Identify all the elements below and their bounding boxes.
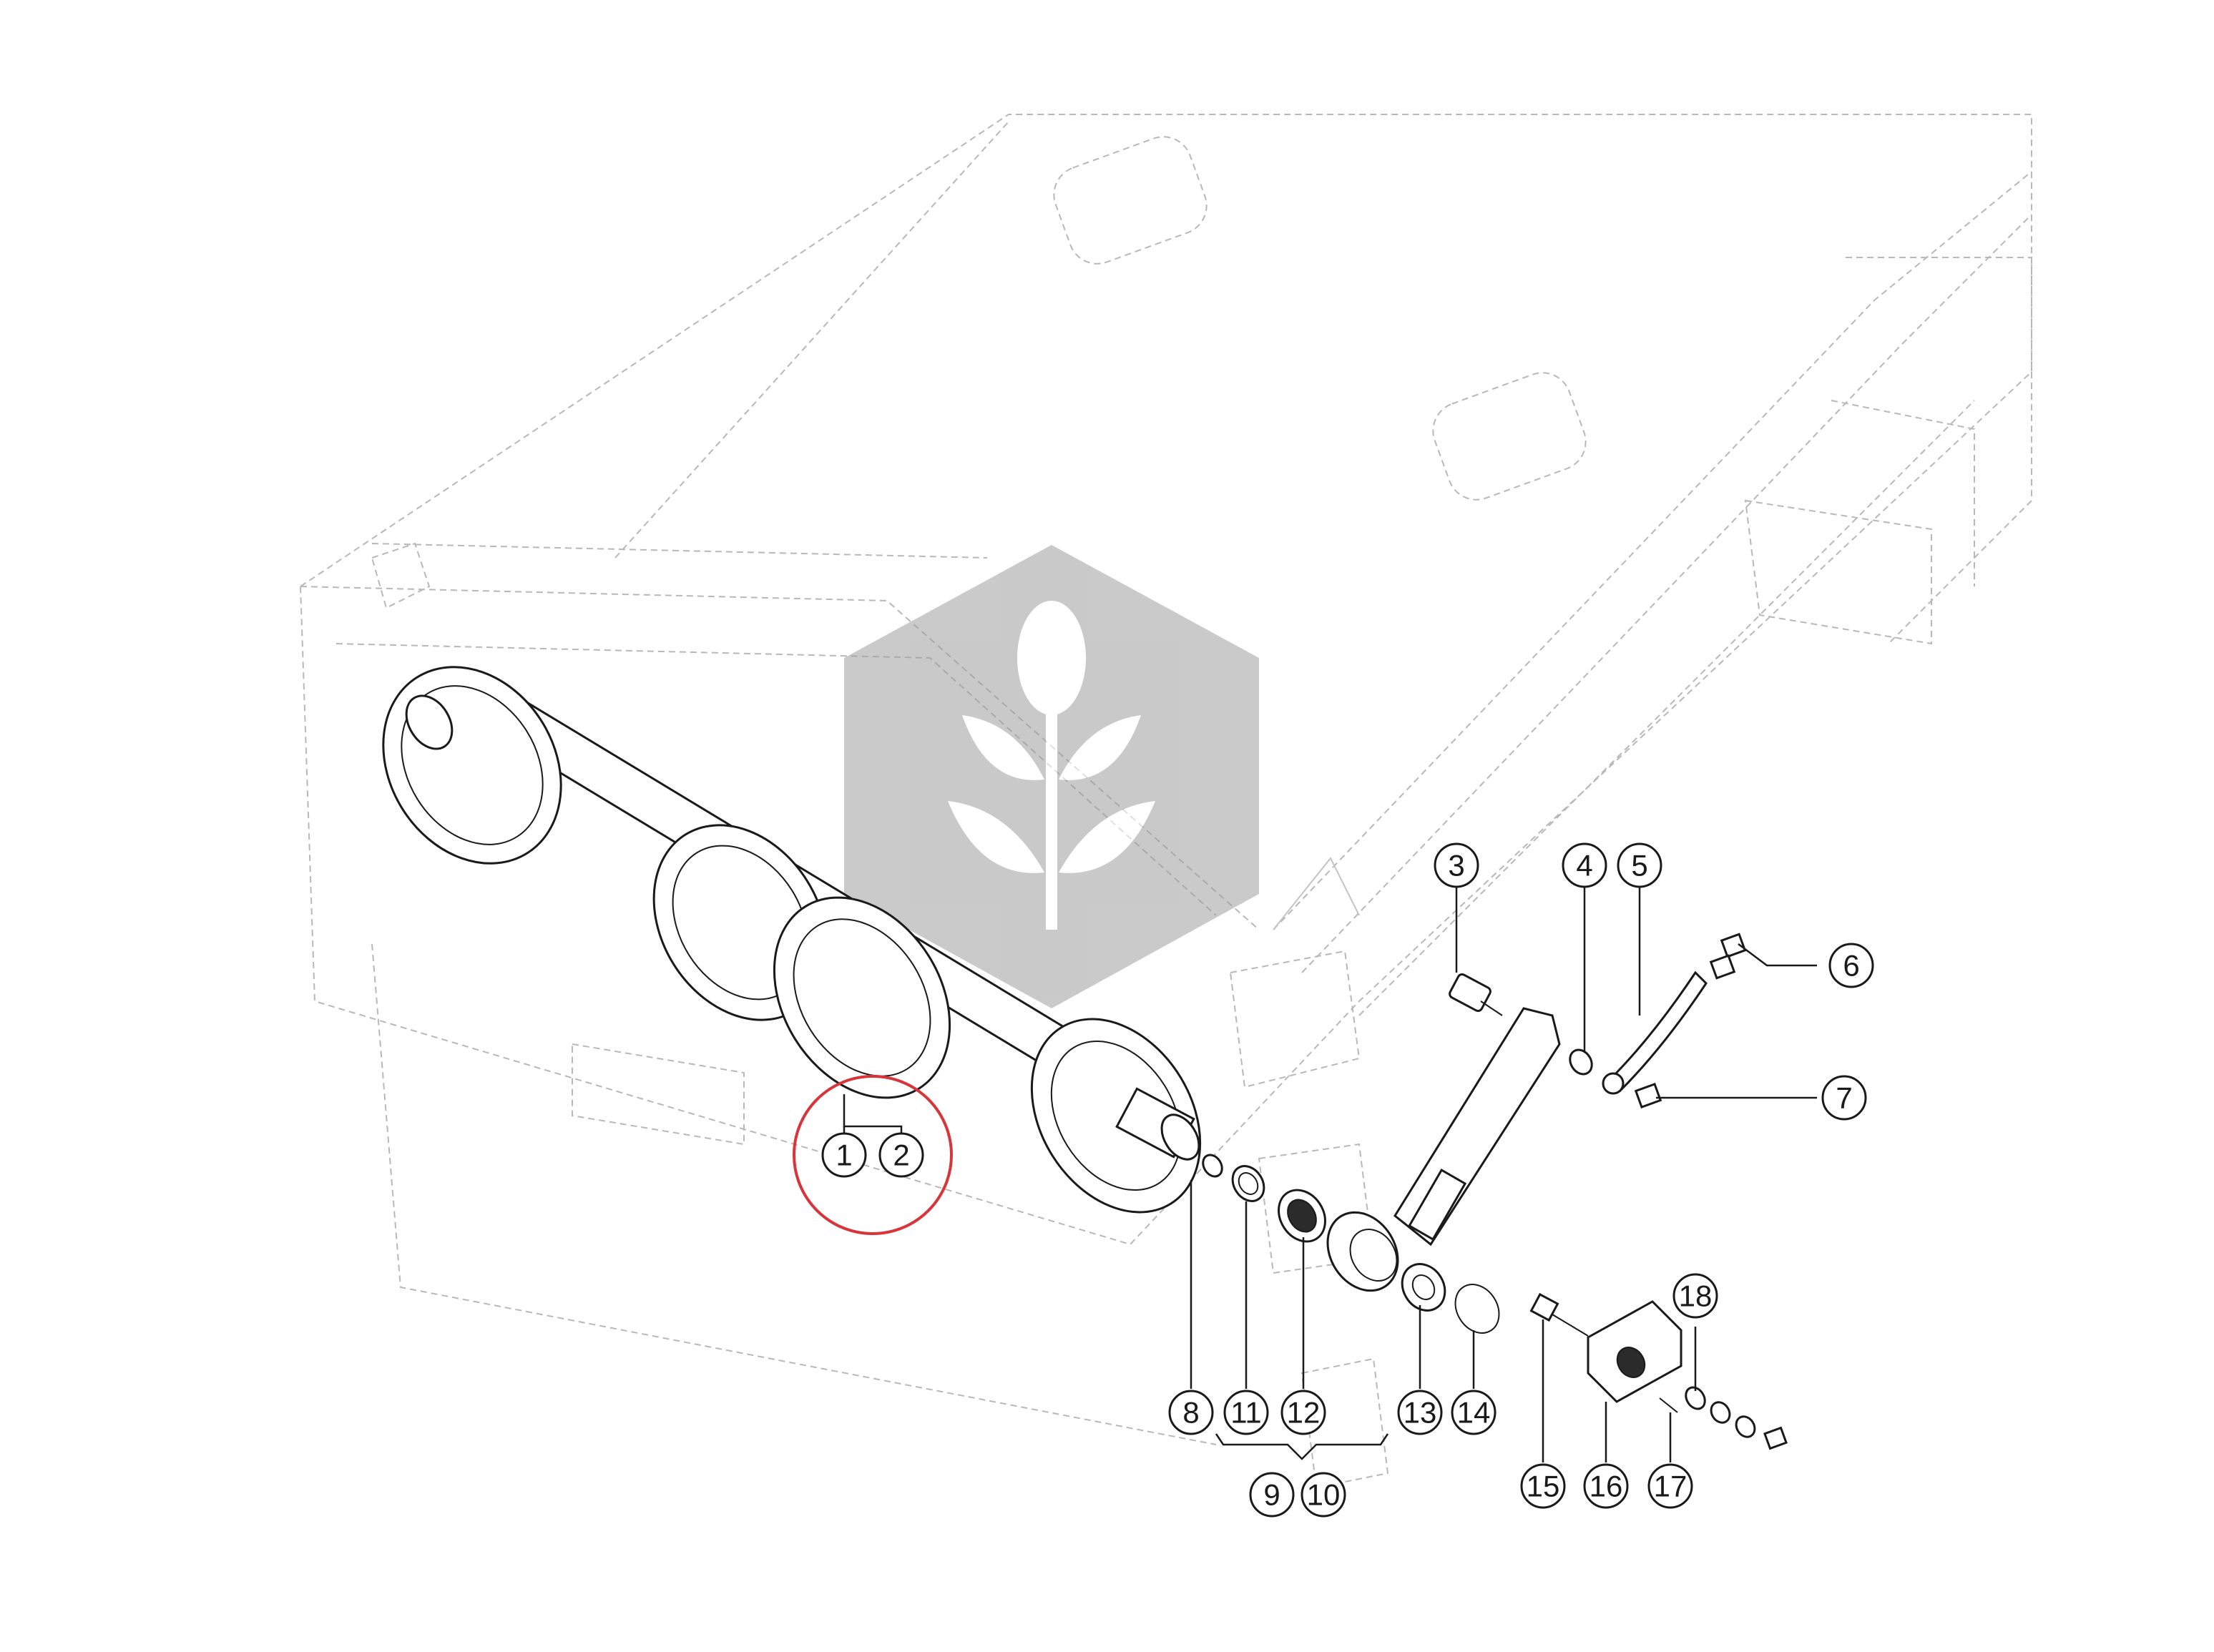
svg-text:8: 8 xyxy=(1182,1396,1199,1430)
callout-17: 17 xyxy=(1647,1463,1693,1509)
callout-13: 13 xyxy=(1397,1390,1443,1435)
callout-10: 10 xyxy=(1301,1472,1346,1518)
svg-text:17: 17 xyxy=(1654,1470,1688,1503)
svg-text:15: 15 xyxy=(1527,1470,1560,1503)
svg-text:10: 10 xyxy=(1307,1478,1341,1512)
svg-text:1: 1 xyxy=(836,1139,852,1172)
svg-text:6: 6 xyxy=(1843,949,1859,983)
wheat-logo-watermark-icon xyxy=(844,545,1259,1008)
svg-text:5: 5 xyxy=(1631,849,1647,882)
callout-2: 2 xyxy=(878,1132,924,1178)
svg-text:12: 12 xyxy=(1287,1396,1321,1430)
callout-8: 8 xyxy=(1168,1390,1214,1435)
svg-text:2: 2 xyxy=(893,1139,909,1172)
callout-5: 5 xyxy=(1617,842,1662,888)
svg-text:16: 16 xyxy=(1590,1470,1623,1503)
callout-3: 3 xyxy=(1434,842,1479,888)
roller-shaft-assembly xyxy=(382,666,1202,1214)
svg-text:4: 4 xyxy=(1576,849,1592,882)
callout-4: 4 xyxy=(1562,842,1607,888)
exploded-hardware xyxy=(1202,933,1788,1450)
highlight-ring xyxy=(793,1075,953,1235)
callout-6: 6 xyxy=(1828,943,1874,988)
callout-7: 7 xyxy=(1821,1075,1867,1121)
callout-12: 12 xyxy=(1280,1390,1326,1435)
svg-text:11: 11 xyxy=(1230,1396,1262,1430)
callout-11: 11 xyxy=(1223,1390,1269,1435)
roller-disc-3 xyxy=(773,896,951,1099)
callout-9: 9 xyxy=(1249,1472,1295,1518)
callout-18: 18 xyxy=(1672,1273,1718,1319)
svg-text:14: 14 xyxy=(1457,1396,1491,1430)
svg-text:13: 13 xyxy=(1404,1396,1437,1430)
roller-disc-4 xyxy=(1030,1018,1202,1214)
svg-text:7: 7 xyxy=(1836,1081,1852,1115)
callout-16: 16 xyxy=(1583,1463,1629,1509)
svg-text:9: 9 xyxy=(1263,1478,1280,1512)
roller-disc-1 xyxy=(382,666,562,865)
svg-text:3: 3 xyxy=(1448,849,1464,882)
svg-text:18: 18 xyxy=(1679,1279,1713,1313)
callout-15: 15 xyxy=(1520,1463,1566,1509)
callout-1: 1 xyxy=(821,1132,867,1178)
callout-14: 14 xyxy=(1451,1390,1497,1435)
leader-lines xyxy=(843,887,1817,1462)
